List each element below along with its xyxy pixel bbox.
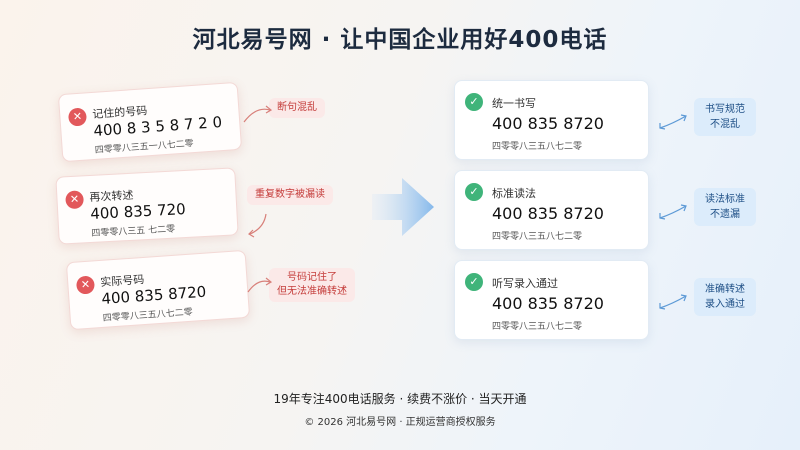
card-label: 统一书写 bbox=[492, 97, 536, 110]
wrong-card-retold: ✕ 再次转述 400 835 720 四零零八三五 七二零 bbox=[55, 167, 239, 245]
x-circle-icon: ✕ bbox=[65, 190, 85, 210]
double-arrow-icon bbox=[659, 114, 687, 130]
curved-arrow-icon bbox=[248, 213, 267, 238]
wrong-note-1: 断句混乱 bbox=[269, 98, 325, 118]
double-arrow-icon bbox=[659, 294, 687, 310]
right-card-writing: ✓ 统一书写 400 835 8720 四零零八三五八七二零 bbox=[454, 80, 649, 160]
x-circle-icon: ✕ bbox=[75, 275, 96, 295]
footer-copyright: © 2026 河北易号网 · 正规运营商授权服务 bbox=[304, 417, 496, 428]
phone-number: 400 835 8720 bbox=[492, 294, 604, 313]
check-circle-icon: ✓ bbox=[465, 273, 483, 291]
right-card-reading: ✓ 标准读法 400 835 8720 四零零八三五八七二零 bbox=[454, 170, 649, 250]
card-label: 听写录入通过 bbox=[492, 277, 558, 290]
right-note-1: 书写规范 不混乱 bbox=[694, 98, 756, 136]
wrong-note-3: 号码记住了 但无法准确转述 bbox=[269, 268, 355, 302]
curved-arrow-icon bbox=[243, 105, 273, 123]
phone-number: 400 835 8720 bbox=[492, 114, 604, 133]
phone-reading: 四零零八三五八七二零 bbox=[492, 142, 583, 152]
phone-number: 400 835 720 bbox=[89, 199, 187, 223]
right-note-3: 准确转述 录入通过 bbox=[694, 278, 756, 316]
check-circle-icon: ✓ bbox=[465, 93, 483, 111]
arrow-right-icon bbox=[372, 178, 434, 236]
phone-reading: 四零零八三五八七二零 bbox=[102, 307, 194, 324]
phone-number: 400 835 8720 bbox=[492, 204, 604, 223]
phone-reading: 四零零八三五八七二零 bbox=[492, 232, 583, 242]
right-note-2: 读法标准 不遗漏 bbox=[694, 188, 756, 226]
right-card-dictation: ✓ 听写录入通过 400 835 8720 四零零八三五八七二零 bbox=[454, 260, 649, 340]
wrong-card-remembered: ✕ 记住的号码 400 8 3 5 8 7 2 0 四零零八三五一八七二零 bbox=[57, 81, 243, 163]
wrong-card-actual: ✕ 实际号码 400 835 8720 四零零八三五八七二零 bbox=[65, 249, 251, 331]
page-title: 河北易号网 · 让中国企业用好400电话 bbox=[192, 27, 608, 53]
check-circle-icon: ✓ bbox=[465, 183, 483, 201]
phone-reading: 四零零八三五 七二零 bbox=[91, 224, 176, 239]
x-circle-icon: ✕ bbox=[67, 107, 88, 127]
curved-arrow-icon bbox=[247, 277, 273, 293]
double-arrow-icon bbox=[659, 204, 687, 220]
phone-reading: 四零零八三五八七二零 bbox=[492, 322, 583, 332]
card-label: 标准读法 bbox=[492, 187, 536, 200]
wrong-note-2: 重复数字被漏读 bbox=[247, 185, 333, 205]
footer-tagline: 19年专注400电话服务 · 续费不涨价 · 当天开通 bbox=[273, 392, 527, 406]
phone-reading: 四零零八三五一八七二零 bbox=[94, 139, 195, 156]
